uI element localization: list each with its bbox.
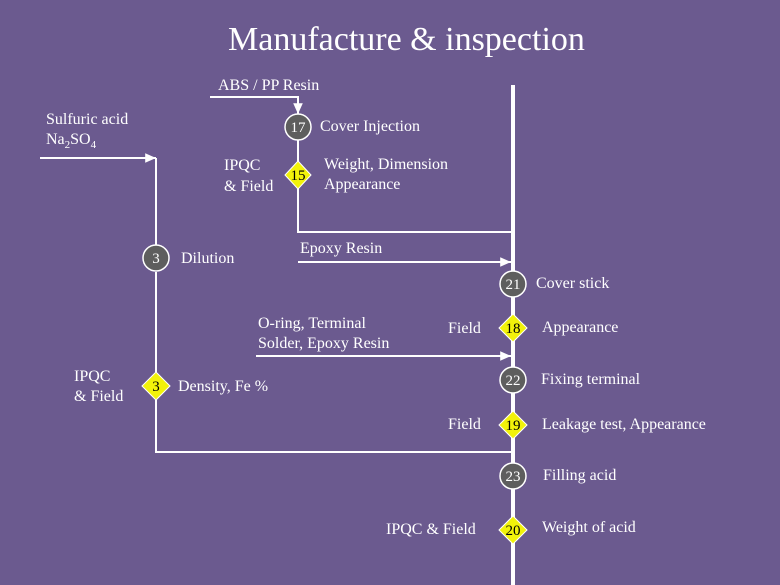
- step-17-node: 17: [284, 113, 312, 141]
- na2so4-sub-1: 2: [64, 139, 71, 152]
- step-17-number: 17: [291, 120, 307, 136]
- inspection-15-who-1: IPQC: [224, 157, 261, 174]
- na2so4-sub-2: 4: [90, 139, 97, 152]
- inspection-20-who: IPQC & Field: [386, 521, 476, 538]
- branch-left-join-line: [155, 400, 513, 453]
- inspection-19-number: 19: [506, 418, 521, 434]
- input-epoxy-label: Epoxy Resin: [300, 240, 383, 257]
- input-oring-label-2: Solder, Epoxy Resin: [258, 335, 390, 352]
- step-22-number: 22: [506, 373, 521, 389]
- input-sulfuric-label: Sulfuric acid: [46, 111, 129, 128]
- inspection-18-who: Field: [448, 320, 481, 337]
- inspection-3-who-2: & Field: [74, 388, 124, 405]
- input-na2so4-label: Na2SO4: [46, 130, 96, 155]
- inspection-3-number: 3: [152, 379, 160, 395]
- step-3-number: 3: [152, 251, 160, 267]
- step-23-number: 23: [506, 469, 521, 485]
- inspection-19-who: Field: [448, 416, 481, 433]
- na2so4-base: Na: [46, 131, 65, 148]
- input-abs-pp-label: ABS / PP Resin: [218, 77, 320, 94]
- step-23-label: Filling acid: [543, 467, 617, 484]
- inspection-18-label: Appearance: [542, 319, 619, 336]
- step-22-label: Fixing terminal: [541, 371, 641, 388]
- step-23-node: 23: [499, 462, 527, 490]
- inspection-20-label: Weight of acid: [542, 519, 636, 536]
- inspection-15-who-2: & Field: [224, 178, 274, 195]
- input-oring-label-1: O-ring, Terminal: [258, 315, 366, 332]
- inspection-3-who-1: IPQC: [74, 368, 111, 385]
- inspection-19-node: 19: [498, 410, 528, 440]
- step-22-node: 22: [499, 366, 527, 394]
- inspection-20-node: 20: [498, 515, 528, 545]
- inspection-18-node: 18: [498, 313, 528, 343]
- step-21-label: Cover stick: [536, 275, 610, 292]
- step-17-label: Cover Injection: [320, 118, 420, 135]
- step-3-label: Dilution: [181, 250, 235, 267]
- inspection-15-label-1: Weight, Dimension: [324, 156, 449, 173]
- inspection-3-label: Density, Fe %: [178, 378, 269, 395]
- branch-15-join-line: [297, 188, 513, 233]
- step-21-node: 21: [499, 270, 527, 298]
- step-21-number: 21: [506, 277, 521, 293]
- na2so4-mid: SO: [70, 131, 91, 148]
- abs-pp-input-line: [210, 96, 303, 114]
- step-3-node: 3: [142, 244, 170, 272]
- inspection-15-node: 15: [284, 160, 312, 190]
- inspection-15-number: 15: [291, 168, 306, 184]
- inspection-20-number: 20: [506, 523, 521, 539]
- inspection-3-node: 3: [141, 371, 171, 401]
- page-title: Manufacture & inspection: [228, 21, 585, 58]
- inspection-19-label: Leakage test, Appearance: [542, 416, 706, 433]
- inspection-15-label-2: Appearance: [324, 176, 401, 193]
- inspection-18-number: 18: [506, 321, 521, 337]
